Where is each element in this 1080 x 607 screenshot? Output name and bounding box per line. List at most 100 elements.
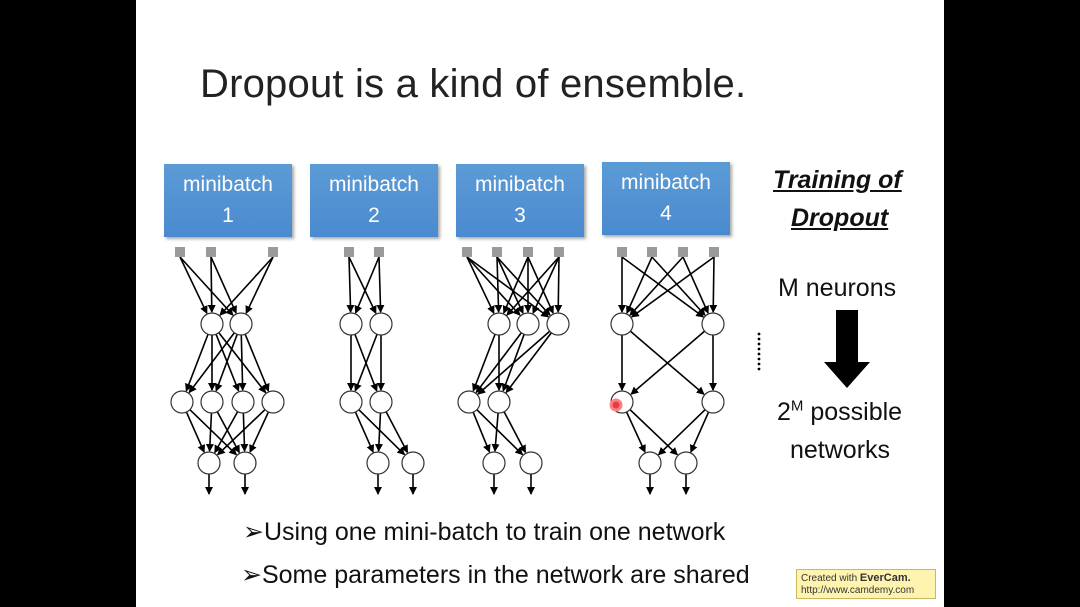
neuron-node [674,451,698,475]
input-node [709,247,719,257]
connection-arrow [185,411,205,453]
input-node [268,247,278,257]
connection-arrow [472,411,491,453]
input-node [175,247,185,257]
neuron-node [231,390,255,414]
neuron-node [233,451,257,475]
watermark-url: http://www.camdemy.com [801,585,915,596]
connection-arrow [502,256,529,314]
cursor-pointer-dot [609,398,623,412]
neuron-node [638,451,662,475]
minibatch-label: minibatch [329,173,419,196]
bullet-marker: ➢ [243,518,264,546]
connection-arrow [249,411,270,454]
neuron-node [339,312,363,336]
input-node [647,247,657,257]
connection-arrow [385,411,409,454]
connection-arrow [358,409,406,456]
connection-arrow [244,333,270,392]
connection-arrow [185,333,209,392]
watermark-prefix: Created with [801,573,860,584]
bullet-text: Using one mini-batch to train one networ… [263,518,726,546]
neuron-node [487,390,511,414]
down-arrow-icon [824,310,870,388]
connection-arrow [346,256,355,314]
connection-arrow [630,330,706,395]
connection-arrow [657,409,706,456]
neuron-node [339,390,363,414]
connection-arrow [476,409,524,456]
connection-arrow [214,411,239,454]
neuron-node [487,312,511,336]
connection-arrow [205,412,214,453]
input-node [554,247,564,257]
ellipsis-dot [757,347,761,351]
connection-arrow [496,256,524,315]
connection-arrow [354,256,380,314]
neuron-node [261,390,285,414]
connection-arrow [527,256,554,314]
connection-arrow [354,333,378,392]
minibatch-label: minibatch [621,171,711,194]
bullet-1: ➢Using one mini-batch to train one netwo… [243,517,725,547]
evercam-watermark: Created with EverCam. http://www.camdemy… [796,569,936,599]
neuron-node [401,451,425,475]
connection-arrow [240,412,249,453]
connection-arrow [477,330,551,395]
neuron-node [229,312,253,336]
neuron-node [457,390,481,414]
connection-arrow [630,256,715,318]
connection-arrow [491,412,500,453]
neuron-node [546,312,570,336]
minibatch-number: 2 [368,204,380,227]
connection-arrow [188,332,236,394]
connection-arrow [709,256,718,314]
connection-arrow [179,256,208,315]
input-node [206,247,216,257]
connection-arrow [651,256,706,316]
minibatch-number: 1 [222,204,234,227]
connection-arrow [625,411,646,454]
networks-label: networks [790,436,891,464]
minibatch-box-1: minibatch 1 [164,164,292,237]
input-node [678,247,688,257]
connection-arrow [348,256,377,315]
minibatch-box-3: minibatch 3 [456,164,584,237]
neuron-node [519,451,543,475]
neuron-node [701,312,725,336]
minibatch-label: minibatch [475,173,565,196]
neuron-node [197,451,221,475]
ellipsis-dot [757,337,761,341]
neuron-node [369,390,393,414]
connection-arrow [245,256,274,315]
connection-arrow [621,256,705,318]
watermark-brand: EverCam. [859,572,911,584]
connection-arrow [503,411,527,454]
connection-arrow [505,332,553,394]
slide-title: Dropout is a kind of ensemble. [200,62,747,106]
connection-arrow [472,333,496,392]
neuron-node [516,312,540,336]
connection-arrow [690,411,710,453]
m-neurons-label: M neurons [778,274,897,302]
connection-arrow [376,256,385,314]
connection-arrow [189,409,238,456]
minibatch-box-4: minibatch 4 [602,162,730,235]
connection-arrow [506,256,560,316]
connection-arrow [494,256,503,314]
connection-arrow [532,256,560,315]
connection-arrow [210,256,237,314]
neuron-node [200,312,224,336]
connection-arrow [496,256,551,316]
connection-arrow [629,409,679,456]
connection-arrow [629,256,684,316]
connection-arrow [238,334,247,392]
connection-arrow [354,411,374,453]
input-node [462,247,472,257]
connection-arrow [475,332,523,394]
connection-arrow [466,256,495,315]
bullet-2: ➢Some parameters in the network are shar… [241,560,750,590]
connection-arrow [216,411,240,454]
minibatch-number: 4 [660,202,672,225]
neuron-node [170,390,194,414]
